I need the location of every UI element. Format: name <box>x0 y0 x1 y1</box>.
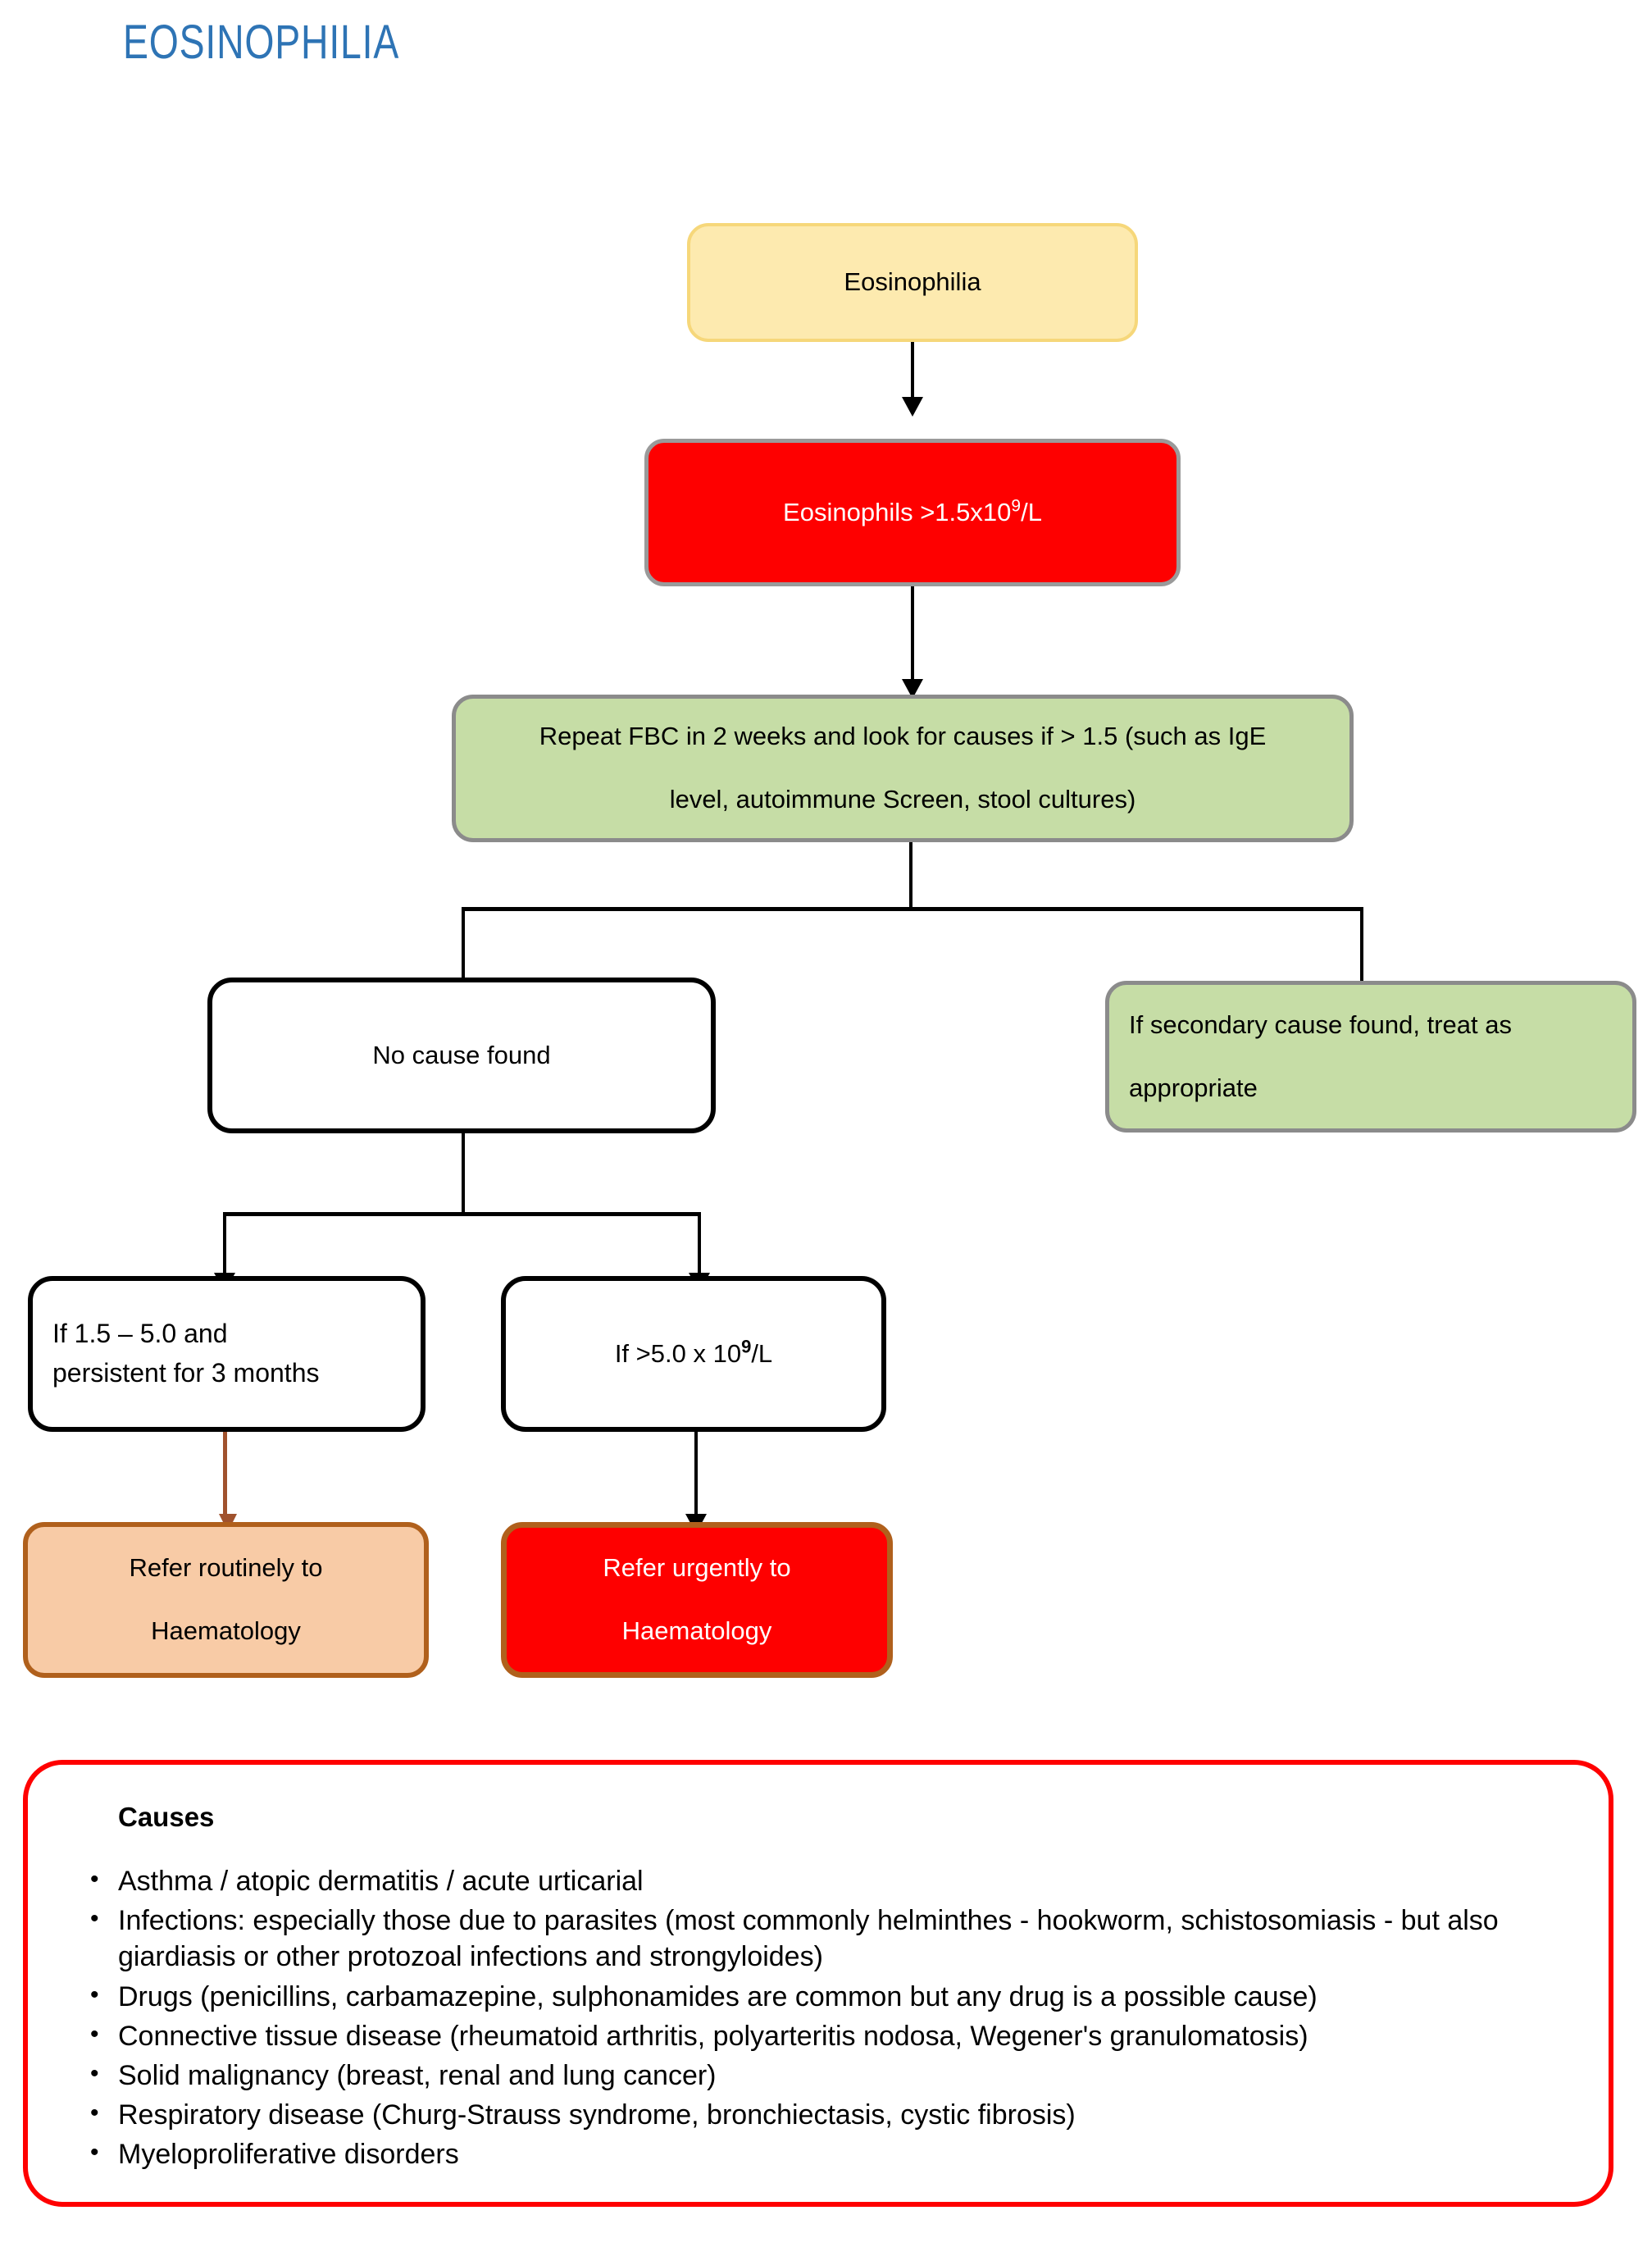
node-eosinophilia-label: Eosinophilia <box>844 267 981 297</box>
node-secondary-cause: If secondary cause found, treat as appro… <box>1105 981 1636 1133</box>
node-repeat-fbc-line1: Repeat FBC in 2 weeks and look for cause… <box>539 722 1267 751</box>
bullet-icon: • <box>90 1905 99 1933</box>
node-secondary-cause-line1: If secondary cause found, treat as <box>1129 1010 1512 1039</box>
node-high-count-condition-label: If >5.0 x 109/L <box>614 1336 773 1368</box>
causes-list: • Asthma / atopic dermatitis / acute urti… <box>67 1863 1584 2176</box>
connector-persistent-to-routine <box>223 1432 227 1520</box>
causes-panel: Causes • Asthma / atopic dermatitis / acu… <box>23 1760 1613 2207</box>
connector-high-to-urgent <box>694 1432 698 1520</box>
connector-no-cause-stem <box>462 1133 465 1215</box>
causes-list-item-text: Drugs (penicillins, carbamazepine, sulph… <box>118 1980 1318 2012</box>
causes-list-item-text: Infections: especially those due to para… <box>118 1905 1499 1973</box>
causes-list-item: • Myeloproliferative disorders <box>67 2136 1584 2172</box>
connector-no-cause-branch-left <box>223 1212 226 1278</box>
causes-list-item-text: Asthma / atopic dermatitis / acute urtic… <box>118 1866 644 1897</box>
node-repeat-fbc: Repeat FBC in 2 weeks and look for cause… <box>452 695 1354 842</box>
connector-repeat-branch-left <box>462 907 465 985</box>
connector-no-cause-branch-bar <box>223 1212 701 1216</box>
node-no-cause-found: No cause found <box>207 978 716 1133</box>
bullet-icon: • <box>90 1866 99 1893</box>
connector-repeat-branch-right <box>1360 907 1363 985</box>
node-refer-routinely: Refer routinely to Haematology <box>23 1522 429 1678</box>
node-persistent-condition-line1: If 1.5 – 5.0 and <box>52 1319 228 1349</box>
node-eosinophils-threshold: Eosinophils >1.5x109/L <box>644 439 1181 586</box>
bullet-icon: • <box>90 2099 99 2127</box>
node-secondary-cause-line2: appropriate <box>1129 1073 1258 1102</box>
node-repeat-fbc-line2: level, autoimmune Screen, stool cultures… <box>669 785 1136 814</box>
causes-list-item: • Drugs (penicillins, carbamazepine, sulp… <box>67 1979 1584 2015</box>
causes-list-item: • Respiratory disease (Churg-Strauss synd… <box>67 2097 1584 2133</box>
node-refer-urgently-line2: Haematology <box>621 1616 772 1645</box>
bullet-icon: • <box>90 2020 99 2048</box>
bullet-icon: • <box>90 2059 99 2087</box>
page-title: EOSINOPHILIA <box>123 16 400 69</box>
node-eosinophilia: Eosinophilia <box>687 223 1138 342</box>
node-refer-routinely-line2: Haematology <box>151 1616 301 1645</box>
connector-repeat-branch-bar <box>462 907 1363 911</box>
causes-list-item: • Connective tissue disease (rheumatoid a… <box>67 2018 1584 2054</box>
node-persistent-condition: If 1.5 – 5.0 and persistent for 3 months <box>28 1276 426 1432</box>
connector-start-to-threshold <box>911 342 914 401</box>
causes-heading: Causes <box>118 1802 215 1832</box>
node-no-cause-found-label: No cause found <box>372 1040 551 1069</box>
bullet-icon: • <box>90 2139 99 2167</box>
bullet-icon: • <box>90 1980 99 2008</box>
causes-list-item-text: Respiratory disease (Churg-Strauss syndr… <box>118 2099 1076 2131</box>
node-eosinophils-threshold-label: Eosinophils >1.5x109/L <box>783 496 1042 526</box>
node-high-count-condition: If >5.0 x 109/L <box>501 1276 886 1432</box>
node-persistent-condition-line2: persistent for 3 months <box>52 1358 320 1388</box>
node-refer-urgently-line1: Refer urgently to <box>603 1553 791 1583</box>
connector-no-cause-branch-right <box>698 1212 701 1278</box>
connector-threshold-to-repeat <box>911 586 914 685</box>
causes-list-item-text: Connective tissue disease (rheumatoid ar… <box>118 2020 1308 2052</box>
arrowhead-start-to-threshold <box>902 397 923 417</box>
connector-repeat-stem <box>909 842 912 909</box>
node-refer-routinely-line1: Refer routinely to <box>129 1553 323 1583</box>
causes-list-item: • Asthma / atopic dermatitis / acute urti… <box>67 1863 1584 1899</box>
causes-list-item-text: Solid malignancy (breast, renal and lung… <box>118 2059 717 2091</box>
node-refer-urgently: Refer urgently to Haematology <box>501 1522 893 1678</box>
causes-list-item: • Solid malignancy (breast, renal and lun… <box>67 2058 1584 2094</box>
causes-list-item: • Infections: especially those due to par… <box>67 1903 1584 1975</box>
causes-list-item-text: Myeloproliferative disorders <box>118 2139 459 2171</box>
